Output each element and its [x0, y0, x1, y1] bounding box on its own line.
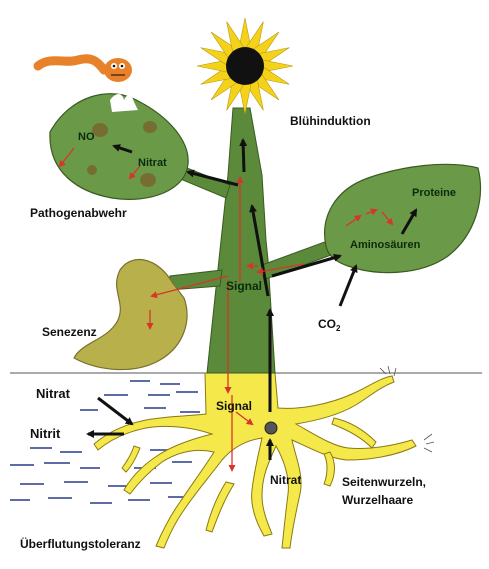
label-co2: CO2	[318, 317, 341, 333]
label-ueberflutung: Überflutungstoleranz	[20, 536, 141, 551]
label-signal-root: Signal	[216, 399, 252, 413]
sunflower-center	[226, 47, 264, 85]
arrow-co2	[340, 266, 356, 306]
stem	[207, 108, 275, 373]
label-proteine: Proteine	[412, 187, 456, 199]
pathogen-worm-icon	[38, 58, 132, 82]
label-nitrat-root: Nitrat	[270, 473, 301, 487]
label-bluehinduktion: Blühinduktion	[290, 114, 371, 128]
label-senezenz: Senezenz	[42, 325, 97, 339]
arrow-to-flower	[243, 140, 244, 172]
label-no: NO	[78, 131, 95, 143]
label-aminosaeuren: Aminosäuren	[350, 239, 421, 251]
label-pathogenabwehr: Pathogenabwehr	[30, 206, 127, 220]
label-nitrat-leaf: Nitrat	[138, 157, 167, 169]
root-system	[94, 373, 416, 548]
leaf-right	[325, 164, 481, 272]
label-nitrit-soil: Nitrit	[30, 426, 61, 441]
label-seitenwurzeln-1: Seitenwurzeln,	[342, 475, 426, 489]
sunflower	[197, 18, 293, 114]
label-seitenwurzeln-2: Wurzelhaare	[342, 493, 413, 507]
arrow-nitrat-in	[98, 398, 132, 424]
label-signal-stem: Signal	[226, 279, 262, 293]
root-sensor-dot	[265, 422, 277, 434]
label-nitrat-soil: Nitrat	[36, 386, 71, 401]
